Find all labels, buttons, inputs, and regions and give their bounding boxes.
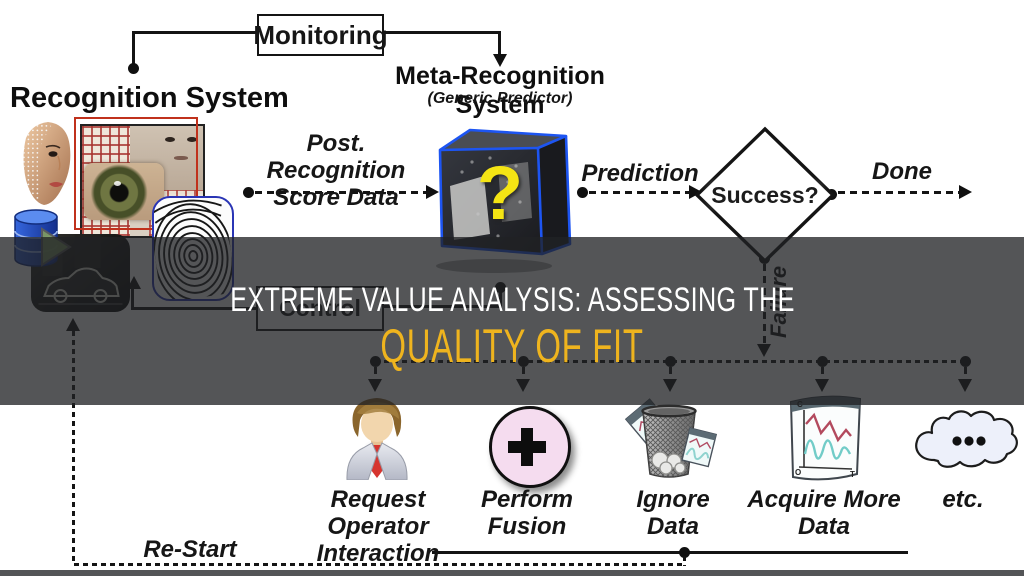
cloud-icon (910, 406, 1020, 479)
connector-dot (243, 187, 254, 198)
arrowhead-down (493, 54, 507, 67)
operator-icon (341, 392, 413, 485)
prediction-label: Prediction (581, 160, 699, 187)
generic-predictor-subtitle: (Generic Predictor) (427, 90, 573, 107)
plus-icon (489, 406, 571, 488)
meta-recognition-title: Meta-Recognition System (395, 62, 605, 119)
restart-vertical-line (72, 331, 75, 564)
trash-icon (618, 390, 722, 489)
collage-red-frame (74, 117, 198, 230)
etc-label: etc. (942, 486, 984, 513)
arrowhead-right (426, 185, 439, 199)
svg-text:O: O (795, 468, 801, 477)
connector-dot (679, 547, 690, 558)
post-recognition-label: Post. Recognition Score Data (266, 130, 406, 211)
perform-fusion-label: Perform Fusion (480, 486, 574, 540)
dashed-arrow (255, 191, 427, 194)
banner-overlay (0, 237, 1024, 405)
restart-return-line (74, 563, 685, 566)
banner-title-line2: QUALITY OF FIT (380, 319, 644, 372)
ignore-data-label: Ignore Data (636, 486, 710, 540)
dashed-arrow (838, 191, 960, 194)
connector-line (135, 31, 258, 34)
predictor-blackbox-icon (432, 122, 576, 279)
restart-label: Re-Start (143, 536, 237, 563)
face-mesh-image (18, 120, 74, 213)
connector-line (498, 31, 501, 56)
dashed-arrow (589, 191, 691, 194)
connector-dot (577, 187, 588, 198)
acquire-more-data-label: Acquire More Data (747, 486, 901, 540)
arrowhead-right (959, 185, 972, 199)
collage-face (130, 126, 203, 195)
done-label: Done (872, 158, 932, 185)
success-label: Success? (711, 182, 819, 208)
question-mark: ? (476, 151, 524, 236)
connector-line (132, 31, 135, 69)
collector-line (432, 551, 908, 554)
connector-dot (128, 63, 139, 74)
monitoring-box: Monitoring (253, 14, 388, 56)
monitoring-label: Monitoring (253, 19, 388, 50)
bottom-strip (0, 570, 1024, 576)
request-operator-label: Request Operator Interaction (316, 486, 440, 567)
recognition-system-title: Recognition System (10, 82, 289, 114)
iris-closeup-image (84, 163, 164, 220)
svg-text:T: T (850, 470, 855, 479)
connector-line (382, 31, 501, 34)
banner-title-line1: EXTREME VALUE ANALYSIS: ASSESSING THE (229, 281, 795, 319)
